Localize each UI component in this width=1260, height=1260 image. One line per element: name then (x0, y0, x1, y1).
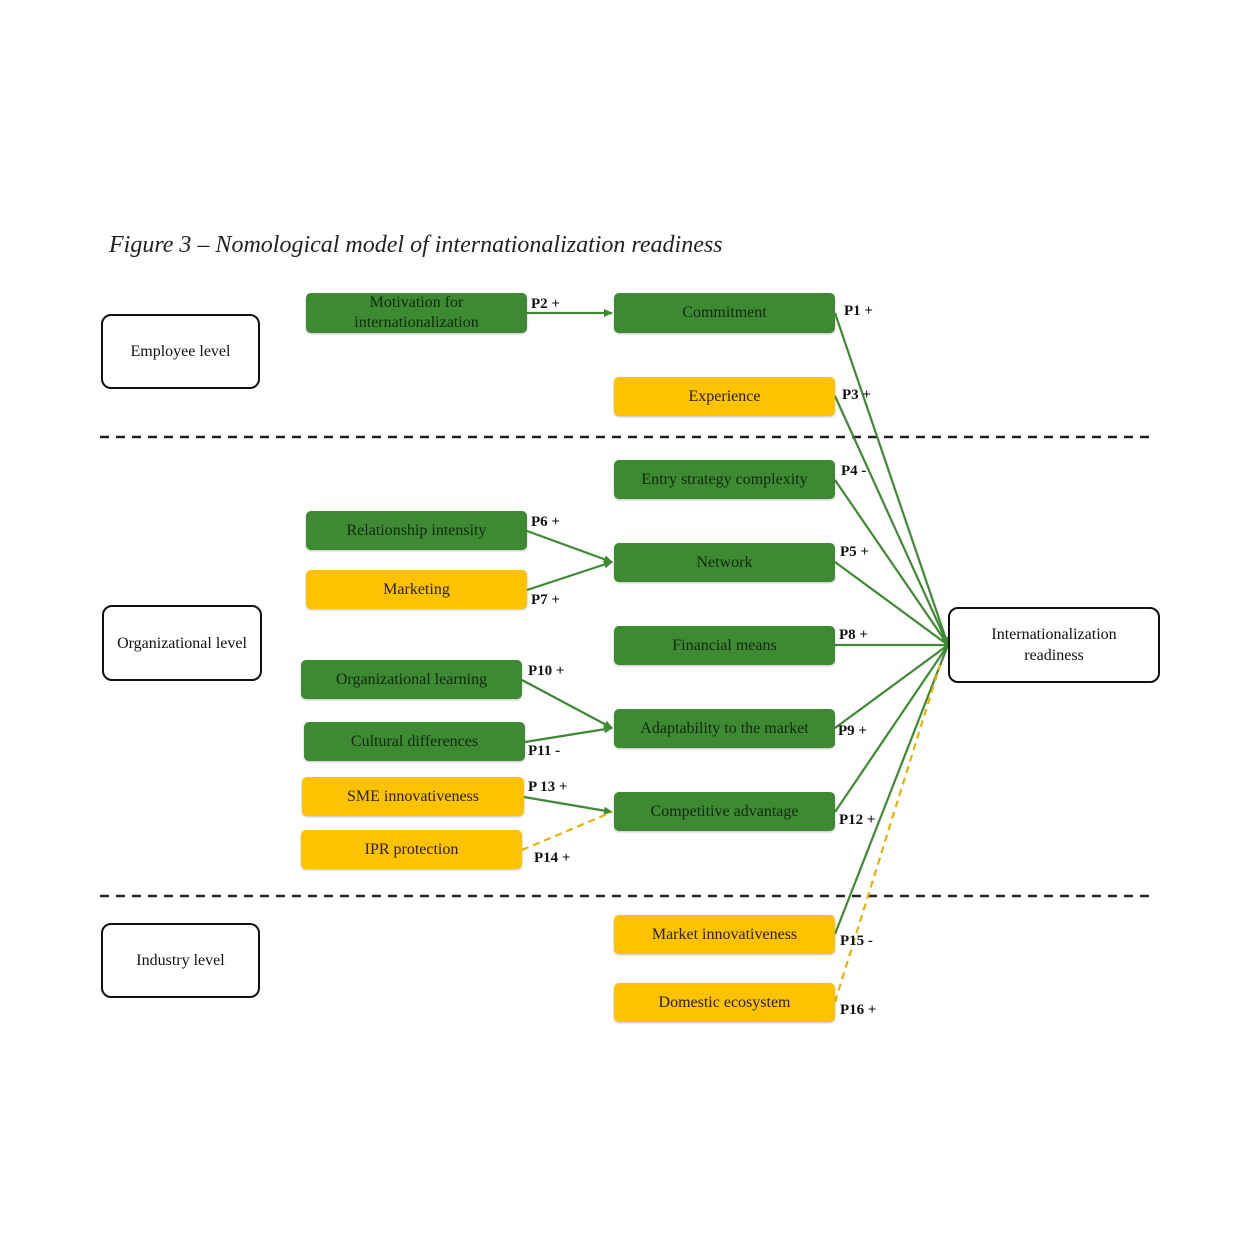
p9-label: P9 + (838, 723, 867, 739)
experience-box: Experience (614, 377, 835, 416)
p16-label: P16 + (840, 1002, 877, 1018)
p1-label: P1 + (844, 303, 873, 319)
edge-p9-adaptability-readiness (834, 644, 949, 729)
p12-label: P12 + (839, 812, 876, 828)
figure-title: Figure 3 – Nomological model of internat… (109, 232, 723, 258)
p2-label: P2 + (531, 296, 560, 312)
p13-label: P 13 + (528, 779, 568, 795)
p6-label: P6 + (531, 514, 560, 530)
edge-p11-cultural-adaptability (524, 725, 613, 744)
financial-means-box: Financial means (614, 626, 835, 665)
organizational-level-box: Organizational level (102, 605, 262, 681)
p8-label: P8 + (839, 627, 868, 643)
edge-p6-relationship-network (526, 529, 613, 564)
ipr-protection-box: IPR protection (301, 830, 522, 869)
entry-strategy-complexity-box: Entry strategy complexity (614, 460, 835, 499)
edge-p14-ipr-competitive (521, 810, 613, 852)
motivation-box: Motivation for internationalization (306, 293, 527, 333)
p4-label: P4 - (841, 463, 867, 479)
network-box: Network (614, 543, 835, 582)
p10-label: P10 + (528, 663, 565, 679)
adaptability-to-market-box: Adaptability to the market (614, 709, 835, 748)
industry-level-box: Industry level (101, 923, 260, 998)
relationship-intensity-box: Relationship intensity (306, 511, 527, 550)
marketing-box: Marketing (306, 570, 527, 609)
p7-label: P7 + (531, 592, 560, 608)
edge-p12-competitive-readiness (834, 644, 949, 813)
edge-p7-marketing-network (526, 560, 613, 592)
competitive-advantage-box: Competitive advantage (614, 792, 835, 831)
p3-label: P3 + (842, 387, 871, 403)
cultural-differences-box: Cultural differences (304, 722, 525, 761)
p5-label: P5 + (840, 544, 869, 560)
edge-p16-domestic-readiness (833, 664, 942, 1003)
edge-p10-learning-adaptability (521, 679, 613, 729)
edge-p3-experience-readiness (833, 395, 950, 646)
edge-p1-commitment-readiness (833, 312, 950, 646)
p14-label: P14 + (534, 850, 571, 866)
internationalization-readiness-box: Internationalization readiness (948, 607, 1160, 683)
edge-p13-sme-competitive (523, 795, 613, 815)
p11-label: P11 - (528, 743, 561, 759)
domestic-ecosystem-box: Domestic ecosystem (614, 983, 835, 1022)
edge-p4-entry-readiness (834, 479, 949, 646)
edge-p5-network-readiness (834, 561, 949, 646)
organizational-learning-box: Organizational learning (301, 660, 522, 699)
sme-innovativeness-box: SME innovativeness (302, 777, 524, 816)
employee-level-box: Employee level (101, 314, 260, 389)
p15-label: P15 - (840, 933, 873, 949)
commitment-box: Commitment (614, 293, 835, 333)
edge-p15-market-readiness (833, 644, 950, 935)
market-innovativeness-box: Market innovativeness (614, 915, 835, 954)
